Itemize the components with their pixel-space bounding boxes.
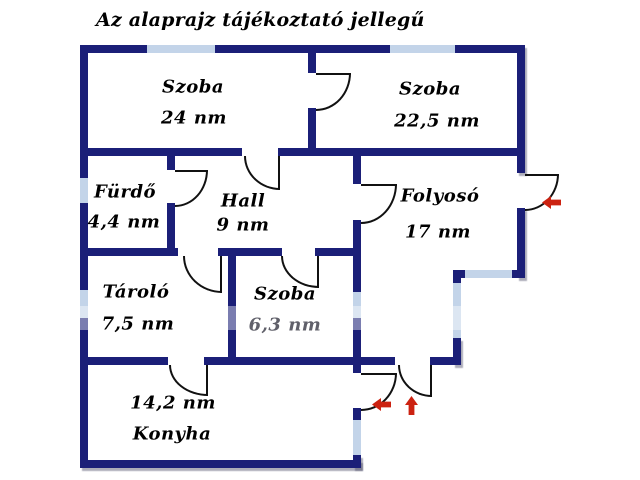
window bbox=[465, 270, 512, 278]
wall bbox=[80, 148, 242, 156]
wall bbox=[455, 45, 525, 53]
room-label-area: 14,2 nm bbox=[130, 392, 216, 414]
wall bbox=[353, 156, 361, 184]
door-arc bbox=[244, 156, 280, 190]
wall bbox=[228, 256, 236, 357]
window bbox=[353, 420, 361, 455]
entrance-arrow-left-icon bbox=[542, 196, 561, 209]
wall bbox=[218, 248, 282, 256]
room-label-area: 22,5 nm bbox=[394, 110, 480, 132]
room-label-area: 4,4 nm bbox=[87, 211, 161, 233]
room-label-name: Szoba bbox=[399, 78, 461, 100]
entrance-arrow-up-icon bbox=[405, 396, 418, 415]
room-label-area: 6,3 nm bbox=[248, 314, 322, 336]
room-label-name: Szoba bbox=[162, 76, 224, 98]
plan-title: Az alaprajz tájékoztató jellegű bbox=[96, 9, 425, 31]
wall bbox=[453, 338, 461, 365]
window bbox=[353, 292, 361, 318]
room-label-area: 9 nm bbox=[216, 214, 270, 236]
wall bbox=[353, 220, 361, 292]
room-label-area: 7,5 nm bbox=[101, 313, 175, 335]
room-label-name: Konyha bbox=[132, 423, 212, 445]
room-label-name: Folyosó bbox=[400, 185, 480, 207]
entrance-arrow-left-icon bbox=[372, 398, 391, 411]
wall bbox=[80, 45, 88, 178]
wall bbox=[278, 148, 517, 156]
window bbox=[80, 290, 88, 318]
wall bbox=[353, 318, 361, 373]
wall bbox=[167, 156, 175, 170]
watermark-band bbox=[78, 306, 528, 330]
wall bbox=[430, 357, 461, 365]
wall bbox=[80, 357, 168, 365]
door-arc bbox=[316, 73, 351, 111]
wall bbox=[308, 108, 316, 148]
window bbox=[80, 178, 88, 203]
wall bbox=[353, 455, 361, 468]
room-label-area: 17 nm bbox=[405, 221, 471, 243]
wall bbox=[353, 408, 361, 420]
wall bbox=[512, 270, 525, 278]
wall bbox=[80, 318, 88, 468]
wall bbox=[80, 248, 178, 256]
room-label-name: Tároló bbox=[102, 281, 170, 303]
door-arc bbox=[398, 365, 432, 397]
wall bbox=[517, 45, 525, 173]
wall bbox=[308, 53, 316, 73]
wall bbox=[167, 203, 175, 248]
room-label-area: 24 nm bbox=[161, 107, 227, 129]
door-arc bbox=[169, 365, 208, 396]
wall bbox=[215, 45, 390, 53]
door-arc bbox=[183, 256, 222, 293]
door-arc bbox=[175, 170, 208, 207]
window bbox=[147, 45, 215, 53]
wall bbox=[517, 208, 525, 278]
door-arc bbox=[361, 184, 397, 224]
wall bbox=[80, 460, 361, 468]
wall bbox=[80, 45, 147, 53]
room-label-name: Hall bbox=[220, 190, 266, 212]
wall bbox=[453, 270, 461, 283]
window bbox=[453, 283, 461, 338]
wall bbox=[204, 357, 395, 365]
room-label-name: Fürdő bbox=[93, 181, 157, 203]
window bbox=[390, 45, 455, 53]
wall bbox=[315, 248, 361, 256]
wall bbox=[80, 203, 88, 290]
room-label-name: Szoba bbox=[254, 283, 316, 305]
